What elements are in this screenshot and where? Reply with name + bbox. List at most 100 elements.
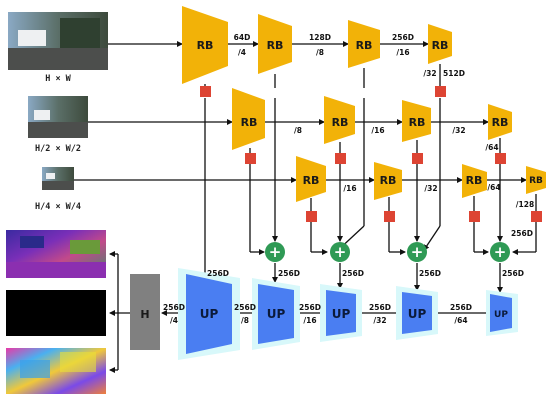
edge-label: /8	[241, 316, 249, 325]
connector-square	[531, 211, 542, 222]
edge-label: /64	[485, 143, 498, 152]
connector-square	[384, 211, 395, 222]
up-label: UP	[267, 307, 286, 321]
rb-label: RB	[409, 116, 426, 129]
sum-node-3: +	[407, 242, 427, 262]
edge-label: /64	[487, 183, 500, 192]
labels-row1: 64D /4 128D /8 256D /16 /32 512D	[234, 33, 465, 78]
connector-square	[495, 153, 506, 164]
rb-label: RB	[303, 174, 320, 187]
input-image-full	[8, 12, 108, 70]
output-semantic-map	[6, 230, 106, 278]
edge-label: 512D	[443, 69, 465, 78]
rb-label: RB	[529, 176, 543, 186]
edge-label: 256D	[419, 269, 441, 278]
connections	[74, 41, 537, 373]
edge-label: /16	[396, 48, 409, 57]
rb-label: RB	[241, 116, 258, 129]
edge-label: /8	[294, 126, 302, 135]
rb-label: RB	[380, 174, 397, 187]
rb-label: RB	[466, 174, 483, 187]
edge-label: /4	[170, 316, 178, 325]
rb-block-r2-4: RB	[488, 104, 512, 140]
up-block-3: UP	[320, 284, 362, 342]
edge-label: 256D	[207, 269, 229, 278]
edge-label: /32	[452, 126, 465, 135]
connector-square	[412, 153, 423, 164]
up-label: UP	[200, 307, 219, 321]
labels-row3: /16 /32 /64 /128	[343, 183, 534, 209]
edge-label: 256D	[234, 303, 256, 312]
rb-label: RB	[332, 116, 349, 129]
edge-label: /64	[454, 316, 467, 325]
edge-label: /16	[371, 126, 384, 135]
edge-label: 256D	[278, 269, 300, 278]
rb-block-r3-2: RB	[374, 162, 402, 200]
edge-label: /8	[316, 48, 324, 57]
up-label: UP	[332, 307, 351, 321]
rb-label: RB	[356, 39, 373, 52]
sum-node-1: +	[265, 242, 285, 262]
sum-node-4: +	[490, 242, 510, 262]
rb-block-r1-1: RB	[182, 6, 228, 84]
labels-up-inputs: 256D 256D 256D 256D 256D 256D	[207, 229, 533, 278]
rb-block-r1-3: RB	[348, 20, 380, 68]
rb-block-r3-3: RB	[462, 164, 487, 198]
edge-label: /16	[303, 316, 316, 325]
connector-square	[306, 211, 317, 222]
head-block: H	[130, 274, 160, 350]
plus-sign: +	[334, 243, 347, 261]
edge-label: 256D	[299, 303, 321, 312]
edge-label: 256D	[502, 269, 524, 278]
edge-label: /128	[516, 200, 534, 209]
edge-label: 128D	[309, 33, 331, 42]
rb-label: RB	[197, 39, 214, 52]
input-caption-quarter: H/4 × W/4	[35, 202, 81, 212]
input-caption-half: H/2 × W/2	[35, 144, 81, 154]
up-block-2: UP	[252, 278, 300, 350]
sum-node-2: +	[330, 242, 350, 262]
rb-block-r2-2: RB	[324, 96, 355, 144]
input-caption-full: H × W	[45, 74, 71, 84]
rb-label: RB	[492, 116, 509, 129]
rb-label: RB	[432, 39, 449, 52]
input-image-half	[28, 96, 88, 138]
rb-label: RB	[267, 39, 284, 52]
output-depth-map	[6, 290, 106, 336]
connector-square	[200, 86, 211, 97]
edge-label: /16	[343, 184, 356, 193]
plus-sign: +	[269, 243, 282, 261]
rb-block-r1-4: RB	[428, 24, 452, 64]
up-label: UP	[494, 310, 508, 320]
input-image-quarter	[42, 167, 74, 190]
edge-label: 256D	[369, 303, 391, 312]
plus-sign: +	[411, 243, 424, 261]
edge-label: /4	[238, 48, 246, 57]
head-label: H	[140, 308, 149, 321]
edge-label: 256D	[342, 269, 364, 278]
up-label: UP	[408, 307, 427, 321]
rb-block-r2-1: RB	[232, 88, 265, 150]
up-block-4: UP	[396, 286, 438, 340]
edge-label: 256D	[450, 303, 472, 312]
edge-label: 256D	[163, 303, 185, 312]
edge-label: /32	[423, 69, 436, 78]
edge-label: 64D	[234, 33, 251, 42]
plus-sign: +	[494, 243, 507, 261]
labels-up-chain: 256D /4 256D /8 256D /16 256D /32 256D /…	[163, 303, 472, 325]
rb-block-r3-1: RB	[296, 156, 326, 202]
up-block-5: UP	[486, 290, 518, 336]
edge-label: 256D	[392, 33, 414, 42]
connector-square	[335, 153, 346, 164]
up-block-1: UP	[178, 268, 240, 360]
rb-block-r2-3: RB	[402, 100, 431, 142]
connector-squares	[200, 86, 542, 222]
rb-block-r1-2: RB	[258, 14, 292, 74]
edge-label: /32	[424, 184, 437, 193]
output-flow-map	[6, 348, 106, 394]
edge-label: 256D	[511, 229, 533, 238]
connector-square	[469, 211, 480, 222]
connector-square	[245, 153, 256, 164]
rb-block-r3-4: RB	[526, 166, 546, 194]
connector-square	[435, 86, 446, 97]
